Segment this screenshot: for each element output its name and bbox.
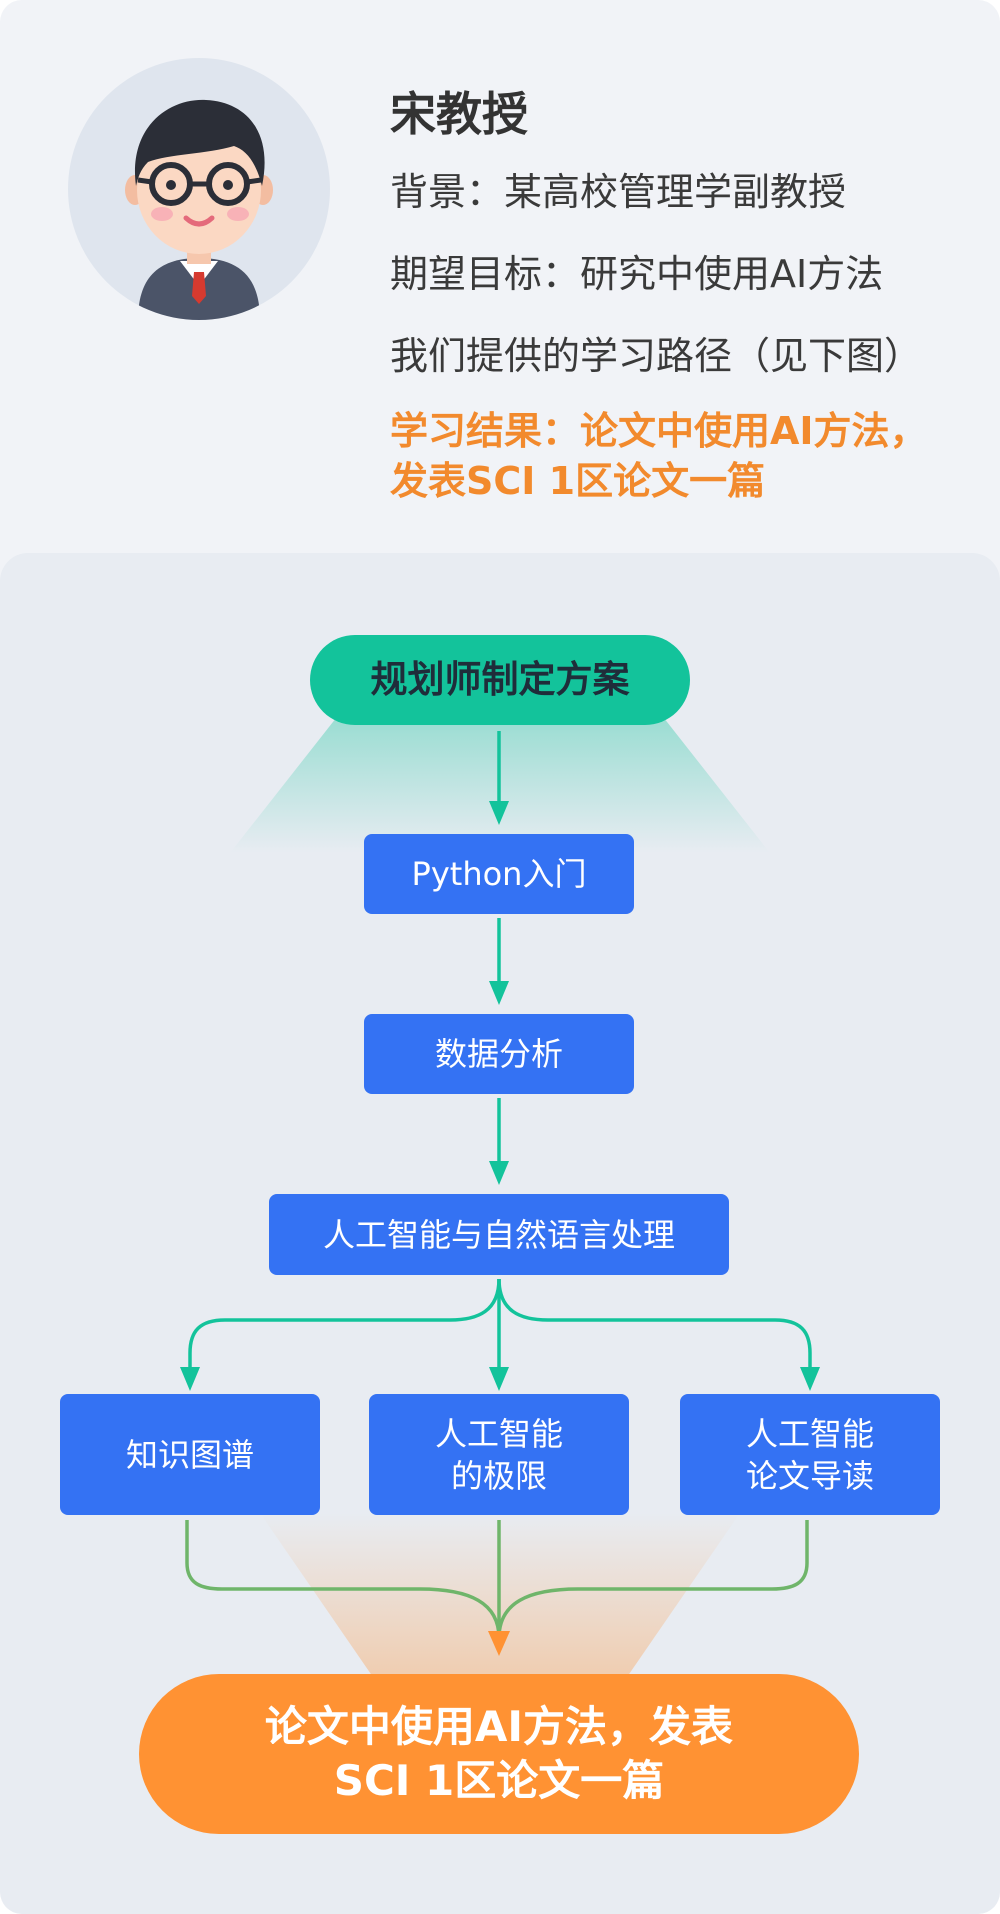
learning-result: 学习结果：论文中使用AI方法， 发表SCI 1区论文一篇 bbox=[390, 409, 928, 503]
arrow-ai-to-knowledge-graph bbox=[188, 1278, 501, 1370]
learning-path-note: 我们提供的学习路径（见下图） bbox=[390, 334, 923, 378]
data-analysis-node: 数据分析 bbox=[364, 1014, 634, 1094]
profile-background: 背景：某高校管理学副教授 bbox=[390, 170, 847, 214]
ai-limits-node: 人工智能 的极限 bbox=[369, 1394, 629, 1515]
professor-avatar-icon bbox=[68, 58, 330, 320]
outcome-node: 论文中使用AI方法，发表 SCI 1区论文一篇 bbox=[139, 1674, 859, 1834]
arrow-ai-to-paper-reading bbox=[497, 1278, 812, 1370]
planner-node: 规划师制定方案 bbox=[310, 635, 690, 725]
merge-knowledge-graph bbox=[185, 1520, 501, 1639]
flow-connectors bbox=[180, 713, 820, 1680]
learning-path-panel: 规划师制定方案 Python入门 数据分析 人工智能与自然语言处理 知识图谱 人… bbox=[0, 553, 1000, 1914]
knowledge-graph-node: 知识图谱 bbox=[60, 1394, 320, 1515]
ai-nlp-node: 人工智能与自然语言处理 bbox=[269, 1194, 729, 1275]
ai-paper-reading-node: 人工智能 论文导读 bbox=[680, 1394, 940, 1515]
python-intro-node: Python入门 bbox=[364, 834, 634, 914]
profile-goal: 期望目标：研究中使用AI方法 bbox=[390, 252, 884, 296]
profile-info: 宋教授 背景：某高校管理学副教授 期望目标：研究中使用AI方法 我们提供的学习路… bbox=[390, 78, 980, 506]
profile-name: 宋教授 bbox=[390, 87, 528, 141]
merge-paper-reading bbox=[497, 1520, 809, 1639]
